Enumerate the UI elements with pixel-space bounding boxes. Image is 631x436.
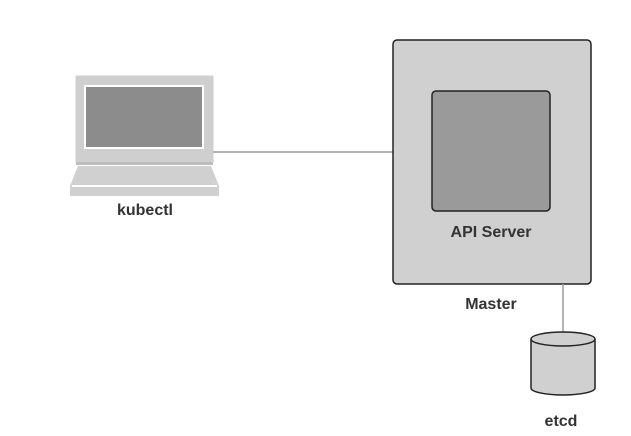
api-server-box [431, 90, 551, 212]
etcd-label: etcd [545, 413, 578, 430]
laptop-base [70, 166, 219, 196]
master-label: Master [465, 296, 517, 313]
kubectl-label: kubectl [117, 202, 173, 219]
laptop-icon [70, 75, 219, 196]
database-icon [530, 331, 596, 396]
etcd-cylinder-top [530, 331, 596, 347]
laptop-screen [84, 85, 204, 149]
api-server-label: API Server [451, 224, 532, 241]
etcd-cylinder-body [530, 339, 596, 396]
laptop-hinge [76, 162, 213, 165]
